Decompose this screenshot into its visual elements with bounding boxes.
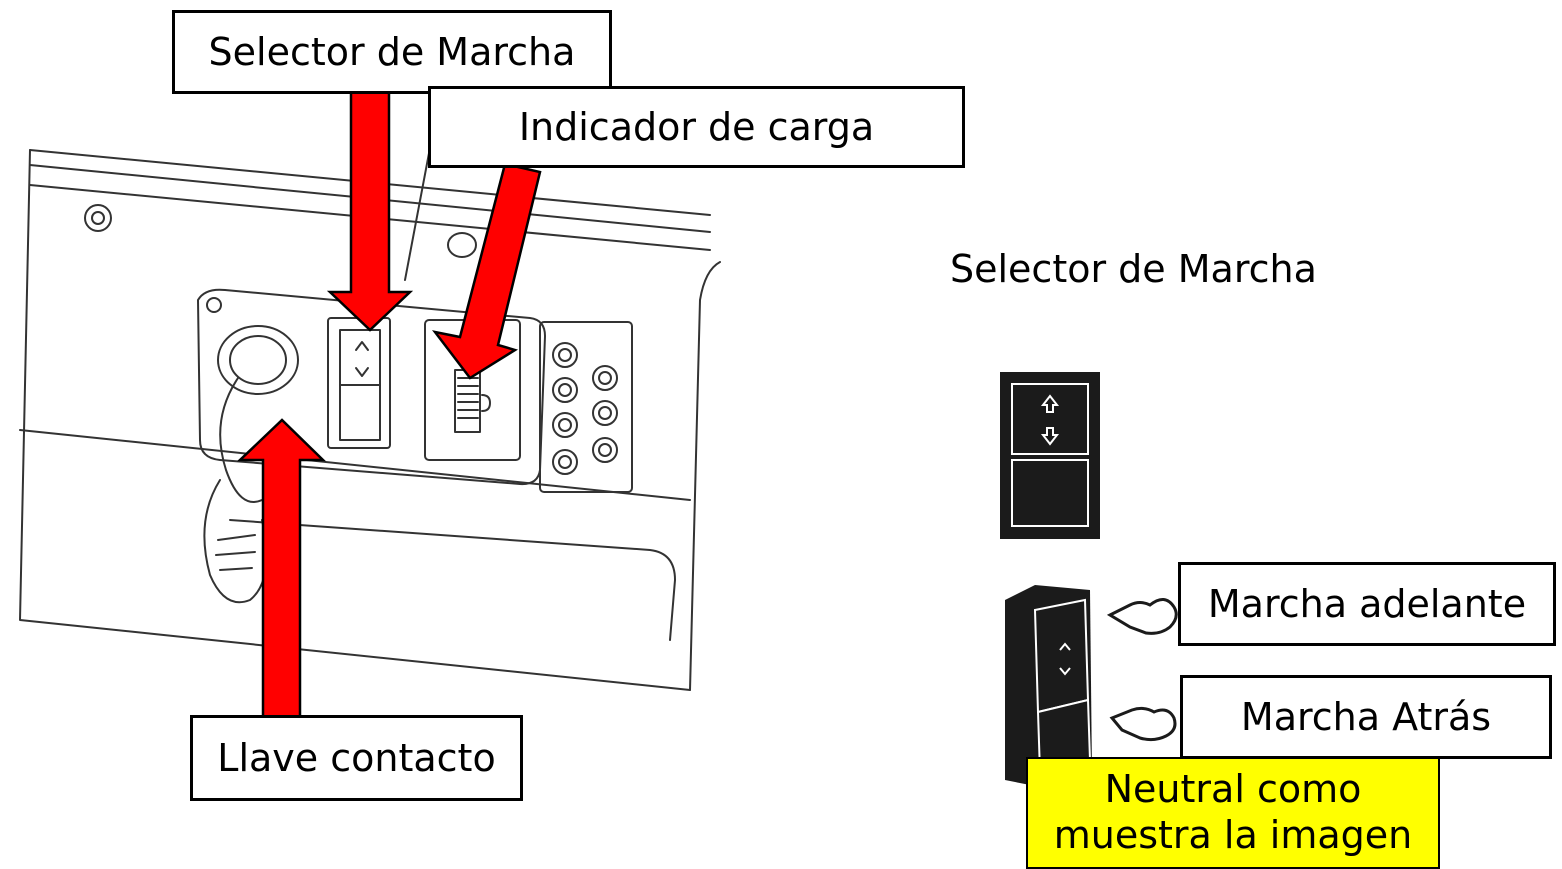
label-forward-text: Marcha adelante	[1207, 582, 1527, 626]
arrow-charge-indicator	[432, 162, 542, 380]
arrow-selector	[326, 82, 414, 332]
label-ignition-key: Llave contacto	[190, 715, 523, 801]
ignition-key-icon	[219, 377, 263, 503]
screw-top-left	[84, 204, 112, 232]
panel-recess	[229, 519, 676, 641]
connector-plate	[539, 321, 633, 493]
panel-outline	[19, 149, 691, 691]
label-neutral-line1: Neutral como	[1104, 767, 1362, 812]
label-charge-indicator-text: Indicador de carga	[518, 105, 875, 149]
label-reverse-text: Marcha Atrás	[1240, 695, 1492, 739]
rocker-switch-front	[1000, 372, 1100, 539]
label-selector-top-text: Selector de Marcha	[208, 30, 576, 74]
label-forward: Marcha adelante	[1178, 562, 1556, 646]
pointer-hand-icon	[1106, 598, 1178, 742]
label-selector-top: Selector de Marcha	[172, 10, 612, 94]
label-selector-right: Selector de Marcha	[950, 247, 1317, 291]
up-down-arrow-icon	[1040, 394, 1060, 446]
rocker-switch-side	[1005, 585, 1092, 785]
ignition-barrel	[217, 325, 299, 395]
label-charge-indicator: Indicador de carga	[428, 86, 965, 168]
label-neutral-line2: muestra la imagen	[1053, 813, 1413, 857]
label-reverse: Marcha Atrás	[1180, 675, 1552, 759]
label-ignition-key-text: Llave contacto	[217, 736, 496, 780]
arrow-ignition-key	[236, 418, 327, 720]
label-neutral: Neutral como muestra la imagen	[1026, 757, 1440, 869]
